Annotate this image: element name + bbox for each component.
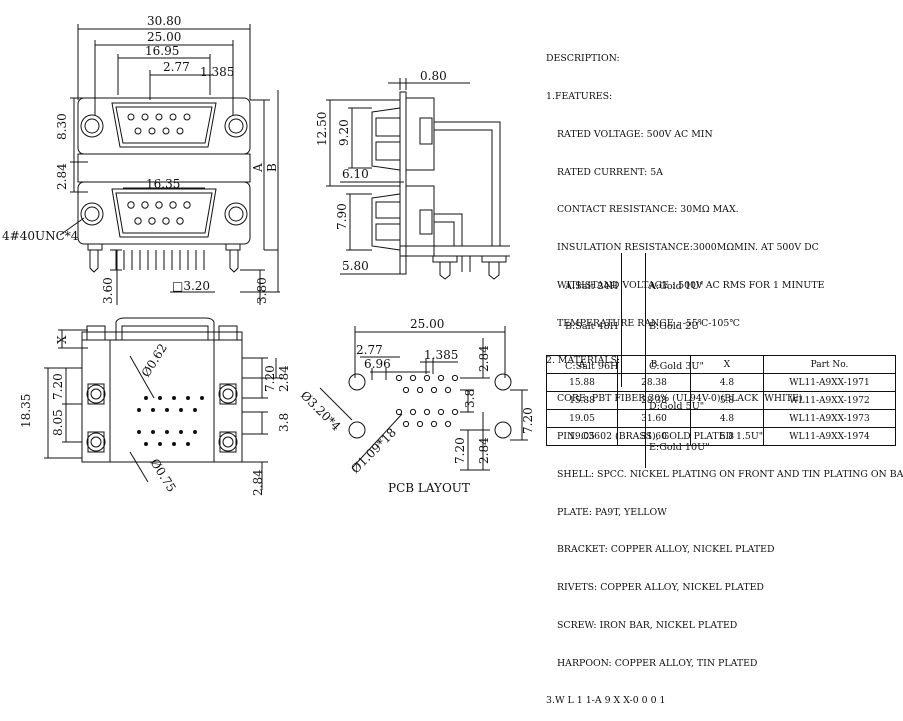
- dim-pin-offset: 1.385: [200, 65, 234, 79]
- gold-option: E:Gold 10U": [649, 441, 710, 453]
- dim-pcb-left-row: 7.20: [453, 437, 467, 464]
- feature-item: INSULATION RESISTANCE:3000MΩMIN. AT 500V…: [557, 242, 819, 254]
- table-header: B: [617, 355, 691, 374]
- dim-pcb-right-bottom: 2.84: [477, 437, 491, 464]
- dim-side-upper-height: 9.20: [337, 119, 351, 146]
- feature-item: RATED CURRENT: 5A: [557, 166, 663, 178]
- description-heading: DESCRIPTION:: [546, 53, 620, 65]
- gold-option: A:Gold 1U": [649, 280, 704, 292]
- dim-pcb-hole-spacing: 6.96: [364, 357, 391, 371]
- table-cell: 15.88: [546, 391, 618, 410]
- dim-lower-gap: 2.84: [55, 163, 69, 190]
- table-cell: 31.60: [617, 427, 691, 446]
- dim-bottom-overall-height: 18.35: [19, 394, 33, 428]
- dim-overall-width: 30.80: [147, 14, 181, 28]
- table-cell: 5.8: [690, 391, 764, 410]
- dim-pin-pitch: 2.77: [163, 60, 190, 74]
- feature-item: TEMPERATURE RANGE : -55℃-105℃: [557, 317, 740, 329]
- dim-bottom-right-upper: 7.20: [263, 365, 277, 392]
- dim-bottom-right-low: 3.8: [277, 413, 291, 432]
- dim-bottom-upper-row: 7.20: [51, 373, 65, 400]
- table-header: X: [690, 355, 764, 374]
- dim-pcb-pin-hole: Ø1.09*18: [348, 425, 399, 476]
- features-heading: 1.FEATURES:: [546, 90, 613, 102]
- table-cell: WL11-A9XX-1974: [763, 427, 896, 446]
- material-item: RIVETS: COPPER ALLOY, NICKEL PLATED: [557, 582, 764, 594]
- table-cell: WL11-A9XX-1973: [763, 409, 896, 428]
- dim-bottom-right-bottom: 2.84: [251, 469, 265, 496]
- table-row: 19.05 31.60 4.8 WL11-A9XX-1973: [546, 409, 896, 428]
- dim-pcb-mount-hole: Ø3.20*4: [298, 388, 344, 434]
- dim-label-b: B: [265, 163, 279, 172]
- table-header: Part No.: [763, 355, 896, 374]
- dim-side-lower-height: 7.90: [335, 203, 349, 230]
- table-cell: 28.38: [617, 391, 691, 410]
- front-view: [59, 24, 280, 305]
- dim-pcb-width: 25.00: [410, 317, 444, 331]
- dim-bottom-label-x: X: [55, 335, 69, 344]
- table-header-row: A B X Part No.: [546, 355, 896, 374]
- feature-item: CONTACT RESISTANCE: 30MΩ MAX.: [557, 204, 739, 216]
- material-item: SHELL: SPCC. NICKEL PLATING ON FRONT AND…: [557, 468, 903, 480]
- dim-pcb-right-mid: 3.8: [463, 389, 477, 408]
- dim-plate: 0.80: [420, 69, 447, 83]
- dim-pcb-right-row: 7.20: [521, 407, 535, 434]
- side-view: [326, 78, 510, 280]
- table-row: 19.05 31.60 5.8 WL11-A9XX-1974: [546, 427, 896, 446]
- dim-bottom-right-mid: 2.84: [277, 365, 291, 392]
- table-cell: WL11-A9XX-1972: [763, 391, 896, 410]
- part-number-table: A B X Part No. 15.88 28.38 4.8 WL11-A9XX…: [546, 355, 896, 446]
- material-item: PLATE: PA9T, YELLOW: [557, 506, 667, 518]
- dim-pin-square: □3.20: [172, 279, 210, 293]
- feature-item: RATED VOLTAGE: 500V AC MIN: [557, 128, 713, 140]
- table-cell: WL11-A9XX-1971: [763, 373, 896, 392]
- table-cell: 15.88: [546, 373, 618, 392]
- dim-upper-shell: 16.95: [145, 44, 179, 58]
- table-cell: 28.38: [617, 373, 691, 392]
- salt-option: B:Salt 48H: [565, 321, 619, 333]
- material-item: HARPOON: COPPER ALLOY, TIN PLATED: [557, 657, 758, 669]
- table-cell: 19.05: [546, 409, 618, 428]
- dim-pcb-pin-pitch: 2.77: [356, 343, 383, 357]
- dim-bottom-height: 3.80: [255, 277, 269, 304]
- technical-drawing: 30.80 25.00 16.95 2.77 1.385 8.30 2.84 1…: [2, 14, 535, 496]
- gold-option: B:Gold 2U": [649, 321, 704, 333]
- table-cell: 19.05: [546, 427, 618, 446]
- table-cell: 4.8: [690, 409, 764, 428]
- table-cell: 5.8: [690, 427, 764, 446]
- bottom-view: [44, 317, 282, 490]
- table-cell: 4.8: [690, 373, 764, 392]
- part-code: 3.W L 1 1-A 9 X X-0 0 0 1: [546, 695, 666, 707]
- dim-pin-dia-top: Ø0.62: [139, 341, 170, 379]
- dim-upper-height: 8.30: [55, 113, 69, 140]
- dim-thread: 4#40UNC*4: [2, 229, 79, 243]
- dim-side-mid-height: 6.10: [342, 167, 369, 181]
- dim-side-upper-offset: 12.50: [315, 112, 329, 146]
- dim-screw-span: 25.00: [147, 30, 181, 44]
- dim-pin-tail: 3.60: [101, 277, 115, 304]
- dim-label-a: A: [251, 163, 265, 173]
- table-cell: 31.60: [617, 409, 691, 428]
- table-row: 15.88 28.38 4.8 WL11-A9XX-1971: [546, 373, 896, 392]
- dim-side-bottom-height: 5.80: [342, 259, 369, 273]
- dim-bottom-lower-row: 8.05: [51, 409, 65, 436]
- dim-lower-shell: 16.35: [146, 177, 180, 191]
- table-header: A: [546, 355, 618, 374]
- dim-pcb-right-top: 2.84: [477, 345, 491, 372]
- table-row: 15.88 28.38 5.8 WL11-A9XX-1972: [546, 391, 896, 410]
- pcb-layout-title: PCB LAYOUT: [388, 481, 470, 495]
- dim-pcb-pin-offset: 1.385: [424, 348, 458, 362]
- pcb-layout-view: [319, 326, 528, 471]
- material-item: SCREW: IRON BAR, NICKEL PLATED: [557, 619, 738, 631]
- salt-option: A:Salt 24H: [565, 280, 618, 292]
- material-item: BRACKET: COPPER ALLOY, NICKEL PLATED: [557, 544, 775, 556]
